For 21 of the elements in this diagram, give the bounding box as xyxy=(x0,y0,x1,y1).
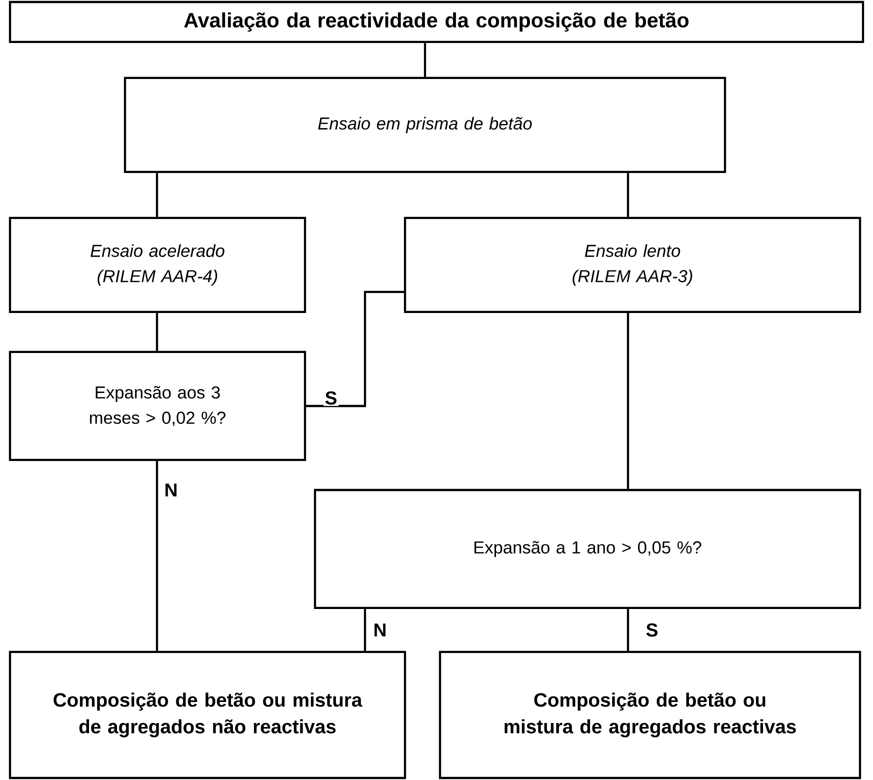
connector-line xyxy=(626,609,630,651)
edge-label: S xyxy=(323,390,339,406)
edge-label: N xyxy=(162,482,180,498)
result-box: Composição de betão ou mistura de agregados não reactivas xyxy=(8,650,406,780)
process-box: Ensaio em prisma de betão xyxy=(124,76,726,174)
connector-line xyxy=(306,290,404,408)
edge-label: S xyxy=(644,622,660,638)
connector-line xyxy=(626,313,630,489)
process-box: Ensaio acelerado (RILEM AAR-4) xyxy=(8,216,306,314)
decision-box: Expansão a 1 ano > 0,05 %? xyxy=(314,488,862,610)
edge-label: N xyxy=(372,622,388,638)
connector-line xyxy=(424,43,426,77)
title-box: Avaliação da reactividade da composição de betão xyxy=(8,0,864,44)
process-box: Ensaio lento (RILEM AAR-3) xyxy=(404,216,862,314)
connector-line xyxy=(626,173,630,217)
connector-line xyxy=(156,461,158,651)
connector-line xyxy=(156,173,158,217)
result-box: Composição de betão ou mistura de agregados reactivas xyxy=(438,650,862,780)
connector-line xyxy=(156,313,158,351)
connector-line xyxy=(364,609,366,651)
decision-box: Expansão aos 3 meses > 0,02 %? xyxy=(8,350,306,462)
